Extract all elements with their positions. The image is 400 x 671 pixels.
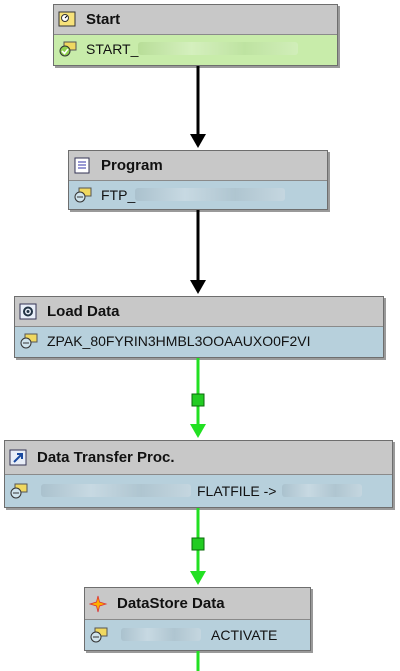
load-data-node-variant[interactable]: ZPAK_80FYRIN3HMBL3OOAAUXO0F2VI (15, 327, 383, 354)
redacted-text (282, 484, 363, 497)
link-status-square (191, 537, 205, 551)
program-list-icon (73, 157, 93, 175)
start-node-title: Start (86, 11, 121, 28)
program-node[interactable]: Program FTP_ (68, 150, 328, 210)
start-node[interactable]: Start START_ (53, 4, 338, 66)
datastore-node[interactable]: DataStore Data ACTIVATE (84, 587, 311, 651)
load-data-node-header[interactable]: Load Data (15, 297, 383, 327)
link-load-to-dtp[interactable] (190, 358, 206, 438)
program-node-variant[interactable]: FTP_ (69, 181, 327, 208)
link-dtp-to-datastore[interactable] (190, 508, 206, 585)
spark-icon (88, 595, 109, 613)
program-variant-text: FTP_ (101, 186, 136, 203)
datastore-node-title: DataStore Data (117, 595, 225, 612)
dtp-node-variant[interactable]: FLATFILE -> (5, 475, 392, 506)
start-node-variant[interactable]: START_ (54, 35, 337, 62)
dtp-node-header[interactable]: Data Transfer Proc. (5, 441, 392, 475)
process-variant-icon (73, 186, 93, 204)
load-data-node[interactable]: Load Data ZPAK_80FYRIN3HMBL3OOAAUXO0F2VI (14, 296, 384, 358)
start-node-header[interactable]: Start (54, 5, 337, 35)
datastore-node-variant[interactable]: ACTIVATE (85, 620, 310, 649)
redacted-text (41, 484, 191, 497)
process-variant-icon (19, 332, 39, 350)
program-node-title: Program (101, 157, 163, 174)
link-start-to-program[interactable] (190, 66, 206, 148)
process-variant-icon (9, 482, 29, 500)
dtp-node-title: Data Transfer Proc. (37, 449, 175, 466)
datastore-variant-text: ACTIVATE (211, 626, 278, 643)
start-variant-text: START_ (86, 40, 139, 57)
load-data-variant-text: ZPAK_80FYRIN3HMBL3OOAAUXO0F2VI (47, 332, 311, 349)
link-status-square (191, 393, 205, 407)
start-flag-icon (58, 11, 78, 29)
process-variant-icon (89, 626, 109, 644)
datastore-node-header[interactable]: DataStore Data (85, 588, 310, 620)
dtp-arrow-icon (9, 449, 29, 467)
dtp-node[interactable]: Data Transfer Proc. FLATFILE -> (4, 440, 393, 508)
load-data-node-title: Load Data (47, 303, 120, 320)
redacted-text (138, 42, 299, 55)
link-program-to-load[interactable] (190, 210, 206, 294)
redacted-text (135, 188, 286, 201)
dtp-variant-text: FLATFILE -> (197, 482, 277, 499)
gear-icon (19, 303, 39, 321)
redacted-text (121, 628, 201, 641)
program-node-header[interactable]: Program (69, 151, 327, 181)
check-process-icon (58, 40, 78, 58)
